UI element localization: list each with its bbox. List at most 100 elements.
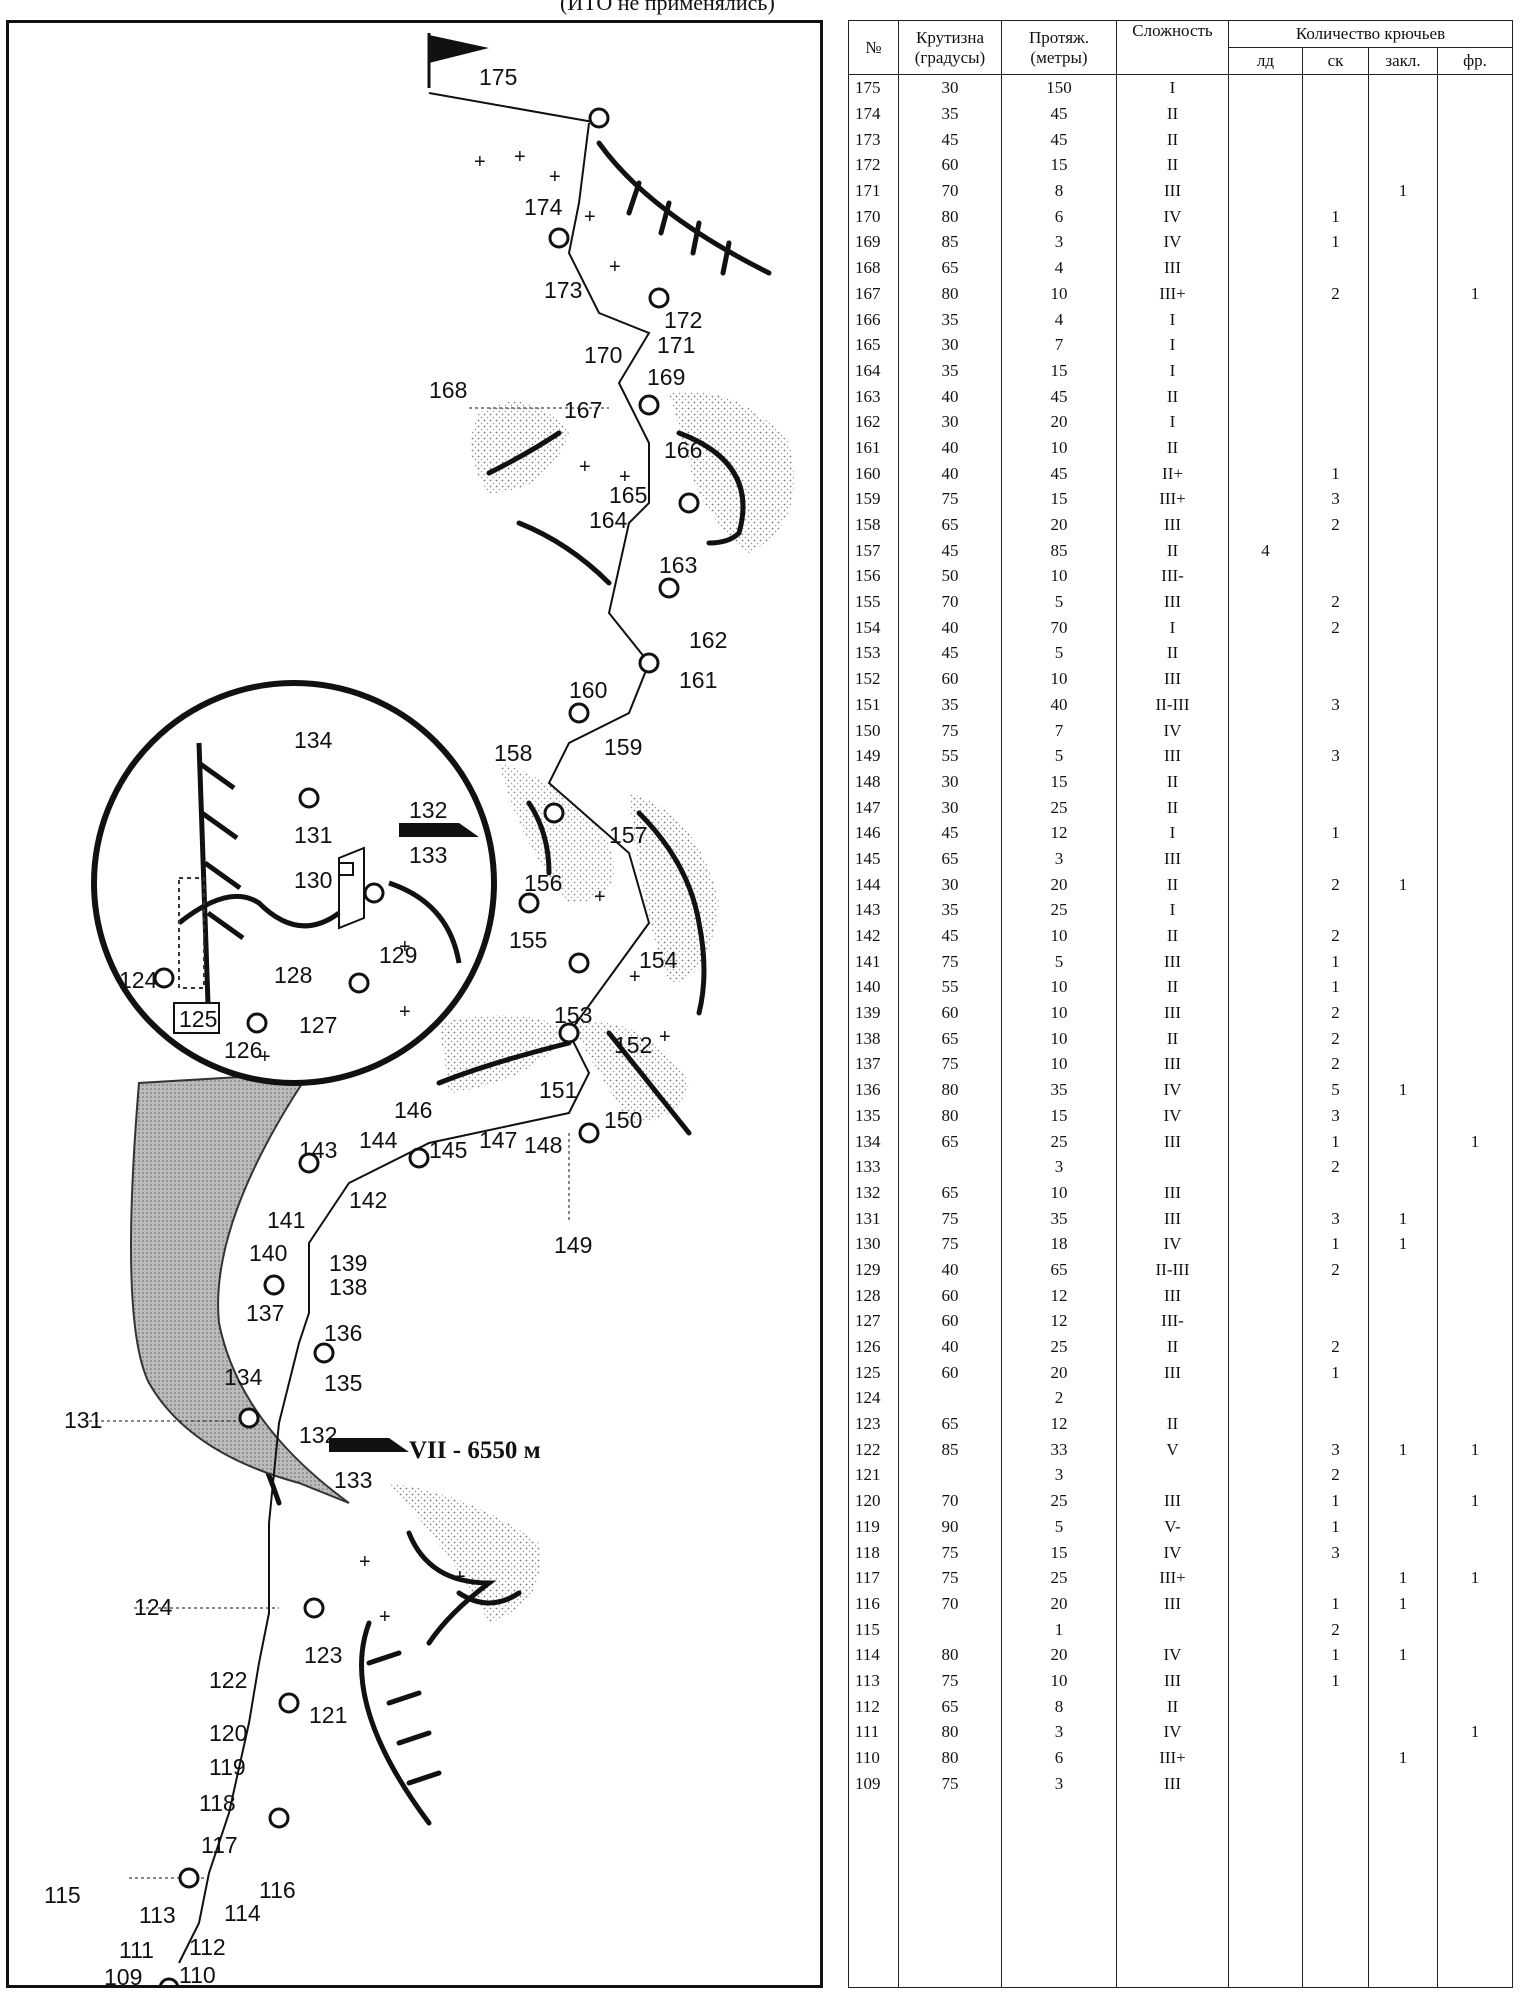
cell-steepness: 80 [898,280,1002,307]
label-148: 148 [524,1132,562,1158]
cell-piton-ice [1228,614,1303,641]
cell-piton-chock [1368,511,1438,538]
cell-piton-ice [1228,254,1303,281]
cell-steepness: 35 [898,897,1002,923]
cell-steepness: 70 [898,588,1002,615]
cell-difficulty: I [1116,819,1229,846]
cell-difficulty: II [1116,1410,1229,1437]
cell-piton-chock [1368,1693,1438,1719]
cell-length: 10 [1001,1179,1117,1206]
label-117: 117 [201,1832,238,1858]
cell-piton-friend: 1 [1436,1564,1514,1591]
cell-length: 20 [1001,1590,1117,1617]
cell-difficulty: I [1116,408,1229,435]
label-154: 154 [639,947,678,973]
cell-length: 10 [1001,1667,1117,1694]
cell-piton-chock [1368,331,1438,358]
cell-steepness: 75 [898,1539,1002,1565]
cell-steepness: 60 [898,1282,1002,1308]
label-118: 118 [199,1790,236,1816]
cell-piton-friend [1436,254,1514,281]
cell-piton-rock [1302,897,1369,923]
cell-piton-friend [1436,1641,1514,1668]
cell-piton-rock: 1 [1302,948,1369,975]
cell-piton-ice [1228,1308,1303,1334]
cell-length: 20 [1001,871,1117,897]
cell-piton-ice [1228,999,1303,1026]
cell-difficulty: III [1116,511,1229,538]
cell-piton-friend [1436,486,1514,512]
cell-piton-friend [1436,819,1514,846]
cell-piton-rock: 1 [1302,1513,1369,1540]
cell-piton-friend [1436,640,1514,666]
inset-label-129: 129 [379,942,417,968]
cell-piton-friend [1436,742,1514,769]
cell-num: 135 [848,1102,899,1129]
cell-piton-chock [1368,126,1438,153]
cell-steepness: 85 [898,229,1002,255]
inset-label-126: 126 [224,1037,262,1063]
cell-steepness: 40 [898,383,1002,409]
cell-piton-friend [1436,922,1514,949]
cell-piton-ice [1228,1230,1303,1257]
cell-length: 5 [1001,588,1117,615]
cell-piton-chock [1368,1025,1438,1052]
cell-piton-rock [1302,1282,1369,1308]
cell-piton-chock [1368,1333,1438,1360]
cell-piton-friend [1436,1410,1514,1437]
header-steepness: Крутизна (градусы) [898,20,1002,75]
cell-num: 142 [848,922,899,949]
cell-piton-ice [1228,1770,1303,1797]
cell-piton-rock [1302,768,1369,795]
cell-length: 1 [1001,1616,1117,1642]
route-diagram: ++ ++ ++ ++ ++ ++ ++ ++ 175 174 173 172 … [44,33,794,1985]
cell-num: 117 [848,1564,899,1591]
cell-length: 5 [1001,948,1117,975]
cell-piton-chock [1368,665,1438,692]
cell-length: 12 [1001,1308,1117,1334]
cell-piton-friend [1436,537,1514,564]
cell-piton-rock: 2 [1302,511,1369,538]
label-109: 109 [104,1964,142,1985]
cell-piton-chock [1368,1359,1438,1386]
cell-piton-rock [1302,126,1369,153]
cell-piton-friend [1436,383,1514,409]
cell-piton-rock [1302,152,1369,178]
svg-text:+: + [454,1566,466,1588]
cell-num: 172 [848,152,899,178]
cell-piton-friend [1436,1590,1514,1617]
inset-label-130: 130 [294,867,332,893]
cell-num: 156 [848,563,899,589]
cell-piton-friend [1436,306,1514,332]
cell-num: 139 [848,999,899,1026]
cell-length: 4 [1001,254,1117,281]
cell-steepness: 85 [898,1436,1002,1463]
cell-piton-rock: 2 [1302,588,1369,615]
cell-num: 145 [848,845,899,872]
cell-piton-chock [1368,1410,1438,1437]
label-151: 151 [539,1077,577,1103]
svg-text:+: + [659,1026,671,1048]
cell-difficulty: IV [1116,1076,1229,1103]
cell-piton-chock [1368,1719,1438,1745]
cell-difficulty: II+ [1116,460,1229,486]
cell-length: 70 [1001,614,1117,641]
cell-num: 128 [848,1282,899,1308]
cell-num: 160 [848,460,899,486]
cell-piton-ice [1228,1719,1303,1745]
cell-piton-rock [1302,665,1369,692]
cell-length: 20 [1001,511,1117,538]
cell-steepness: 75 [898,948,1002,975]
cell-piton-chock: 1 [1368,1076,1438,1103]
label-145: 145 [429,1137,467,1163]
cell-piton-friend [1436,434,1514,461]
label-119: 119 [209,1754,246,1780]
cell-piton-rock: 2 [1302,1462,1369,1488]
cell-piton-ice [1228,357,1303,384]
